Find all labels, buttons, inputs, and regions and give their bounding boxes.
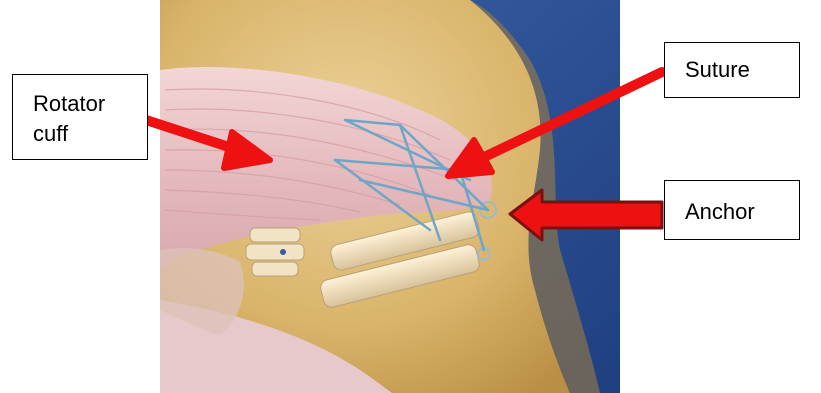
anchor-label-text: Anchor xyxy=(685,197,799,227)
rotator-cuff-label-line2: cuff xyxy=(33,119,147,149)
suture-label-text: Suture xyxy=(685,55,799,85)
rotator-cuff-label: Rotator cuff xyxy=(12,74,148,160)
medial-anchor xyxy=(246,228,304,276)
suture-label: Suture xyxy=(664,42,800,98)
rotator-cuff-label-line1: Rotator xyxy=(33,89,147,119)
anchor-label: Anchor xyxy=(664,180,800,240)
